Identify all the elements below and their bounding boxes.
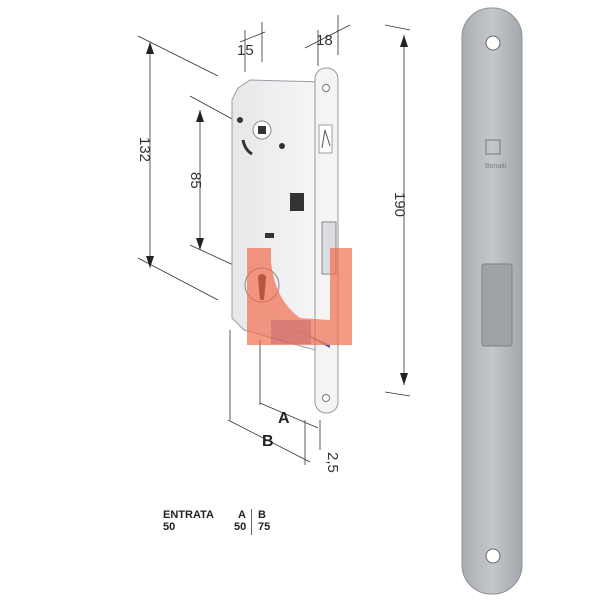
table-value-entrata: 50 bbox=[163, 521, 176, 533]
dim-2-5: 2,5 bbox=[324, 452, 341, 473]
dim-a: A bbox=[278, 410, 290, 427]
dim-15: 15 bbox=[237, 42, 254, 59]
table-value-b: 75 bbox=[258, 521, 271, 533]
dim-18: 18 bbox=[316, 32, 333, 49]
dim-132: 132 bbox=[136, 137, 153, 162]
dim-190: 190 bbox=[391, 192, 408, 217]
faceplate-brand: Bonaiti bbox=[485, 163, 507, 170]
table-header-a: A bbox=[238, 509, 246, 521]
table-value-a: 50 bbox=[234, 521, 247, 533]
table-header-b: B bbox=[258, 509, 266, 521]
dim-b: B bbox=[262, 433, 274, 450]
watermark-logo bbox=[247, 248, 352, 348]
dimension-lines bbox=[137, 15, 411, 465]
table-header-entrata: ENTRATA bbox=[163, 509, 214, 521]
table-divider bbox=[251, 509, 252, 535]
faceplate-drawing bbox=[314, 67, 339, 414]
dim-85: 85 bbox=[187, 172, 204, 189]
dimension-arrows bbox=[146, 35, 408, 385]
faceplate-photo: Bonaiti bbox=[461, 7, 523, 595]
